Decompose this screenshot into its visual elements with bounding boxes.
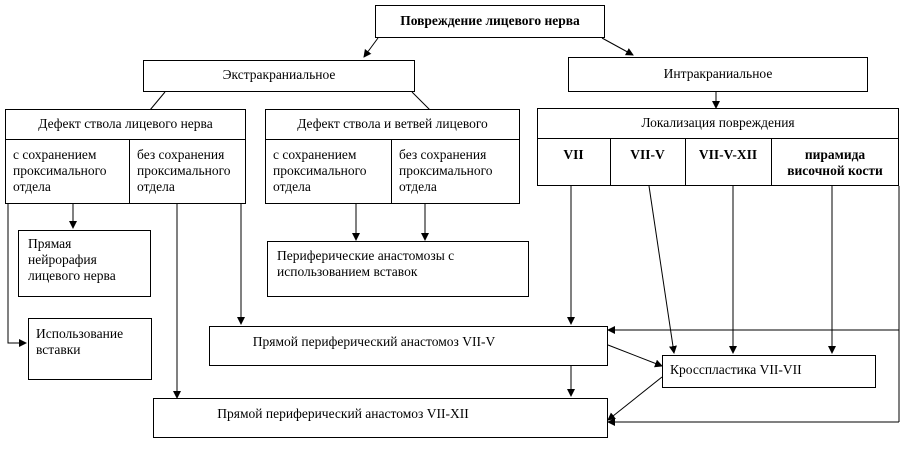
graft-box (28, 318, 152, 380)
localization-divider-v1 (610, 138, 611, 186)
trunk-defect-divider-v (129, 139, 130, 204)
line-extra-trunk (149, 91, 166, 111)
trunk-defect-label: Дефект ствола лицевого нерва (38, 116, 213, 131)
trunk-without-proximal-3: отдела (137, 179, 175, 194)
arrow-root-intracranial (601, 37, 634, 56)
localization-divider-v3 (771, 138, 772, 186)
arrow-root-extracranial (363, 37, 379, 58)
root-box (375, 5, 605, 38)
neurorrhaphy-box (18, 230, 151, 297)
intracranial-label: Интракраниальное (663, 66, 773, 81)
trunk-with-proximal-3: отдела (13, 179, 51, 194)
arrow-vii-v-to-cross (648, 185, 677, 354)
localization-cell-vii-v-xii: VII-V-XII (698, 147, 758, 162)
trunk-branch-divider-h (265, 139, 520, 140)
localization-cell-vii: VII (563, 147, 584, 162)
branch-with-proximal-2: проксимального (273, 163, 367, 178)
trunk-with-proximal-2: проксимального (13, 163, 107, 178)
intracranial-box (568, 57, 868, 92)
extracranial-label: Экстракраниальное (222, 67, 336, 82)
anastomosis-vii-v-label: Прямой периферический анастомоз VII-V (252, 334, 496, 349)
arrow-crossplasty-to-vii-xii (607, 376, 663, 421)
trunk-branch-divider-v (391, 139, 392, 204)
crossplasty-label: Кросспластика VII-VII (670, 362, 802, 377)
neurorrhaphy-line-1: Прямая (28, 236, 72, 251)
branch-without-proximal-2: проксимального (399, 163, 493, 178)
extracranial-box (143, 60, 415, 92)
localization-box (537, 108, 899, 186)
branch-without-proximal-1: без сохранения (399, 147, 487, 162)
localization-cell-vii-v: VII-V (630, 147, 665, 162)
trunk-defect-divider-h (5, 139, 246, 140)
line-extra-trunkbranch (411, 91, 431, 111)
peripheral-anastomoses-box (267, 241, 529, 297)
localization-divider-h (537, 138, 899, 139)
localization-divider-v2 (685, 138, 686, 186)
arrow-vii-v-to-crossplasty (607, 344, 663, 368)
arrow-to-graft (7, 203, 27, 347)
localization-cell-pyramid-1: пирамида (804, 147, 866, 162)
trunk-branch-defect-box (265, 109, 520, 204)
neurorrhaphy-line-3: лицевого нерва (28, 268, 116, 283)
branch-with-proximal-3: отдела (273, 179, 311, 194)
localization-cell-pyramid-2: височной кости (787, 163, 883, 178)
trunk-branch-defect-label: Дефект ствола и ветвей лицевого (297, 116, 488, 131)
peripheral-line-1: Периферические анастомозы с (277, 248, 455, 263)
anastomosis-vii-xii-box (153, 398, 608, 438)
anastomosis-vii-v-box (209, 326, 608, 366)
localization-label: Локализация повреждения (641, 115, 795, 130)
branch-with-proximal-1: с сохранением (273, 147, 357, 162)
trunk-defect-box (5, 109, 246, 204)
graft-line-2: вставки (36, 342, 81, 357)
crossplasty-box (662, 355, 876, 388)
branch-without-proximal-3: отдела (399, 179, 437, 194)
trunk-with-proximal-1: с сохранением (13, 147, 97, 162)
neurorrhaphy-line-2: нейрорафия (28, 252, 97, 267)
graft-line-1: Использование (36, 326, 124, 341)
root-label: Повреждение лицевого нерва (400, 13, 580, 28)
anastomosis-vii-xii-label: Прямой периферический анастомоз VII-XII (217, 406, 469, 421)
trunk-without-proximal-2: проксимального (137, 163, 231, 178)
peripheral-line-2: использованием вставок (277, 264, 418, 279)
trunk-without-proximal-1: без сохранения (137, 147, 225, 162)
